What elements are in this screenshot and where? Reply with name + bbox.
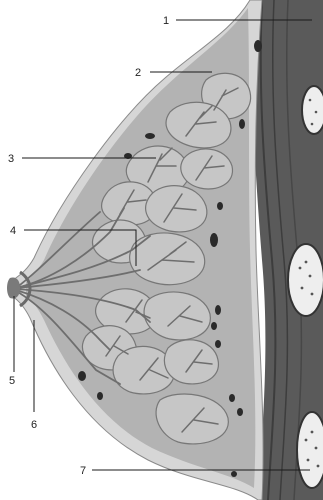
label-7: 7 [80, 465, 86, 477]
label-2: 2 [135, 67, 141, 79]
label-4: 4 [10, 225, 16, 237]
lobule [164, 340, 218, 384]
rib-section-top [302, 86, 323, 134]
label-1: 1 [163, 15, 169, 27]
label-5: 5 [9, 375, 15, 387]
rib-section-middle [288, 244, 323, 316]
label-6: 6 [31, 419, 37, 431]
label-3: 3 [8, 153, 14, 165]
rib-section-bottom [297, 412, 323, 488]
lobule [181, 149, 233, 189]
